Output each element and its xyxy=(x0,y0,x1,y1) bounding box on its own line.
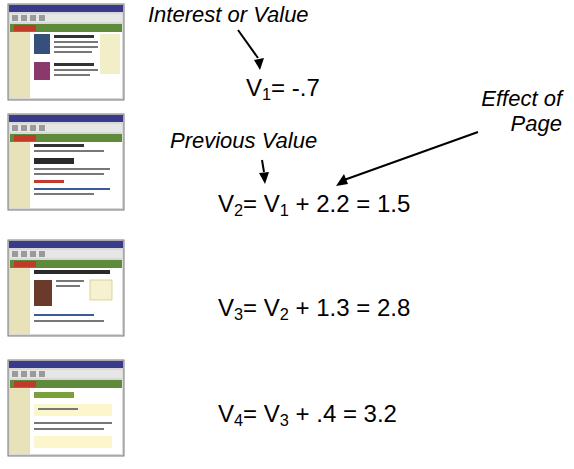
equation: V1= -.7 xyxy=(246,74,320,102)
leader-arrow xyxy=(238,30,264,70)
web-page-thumbnail xyxy=(8,360,124,456)
equation: V2= V1 + 2.2 = 1.5 xyxy=(218,190,410,218)
web-page-thumbnail xyxy=(8,4,124,100)
annotation-text: Interest or Value xyxy=(148,2,309,27)
leader-arrow xyxy=(336,132,478,186)
web-page-thumbnail xyxy=(8,114,124,210)
equation: V3= V2 + 1.3 = 2.8 xyxy=(218,294,410,322)
annotation-text: Effect of Page xyxy=(478,86,562,137)
annotation-text: Previous Value xyxy=(170,128,317,153)
leader-arrow xyxy=(259,160,269,184)
equation: V4= V3 + .4 = 3.2 xyxy=(218,400,397,428)
web-page-thumbnail xyxy=(8,240,124,336)
